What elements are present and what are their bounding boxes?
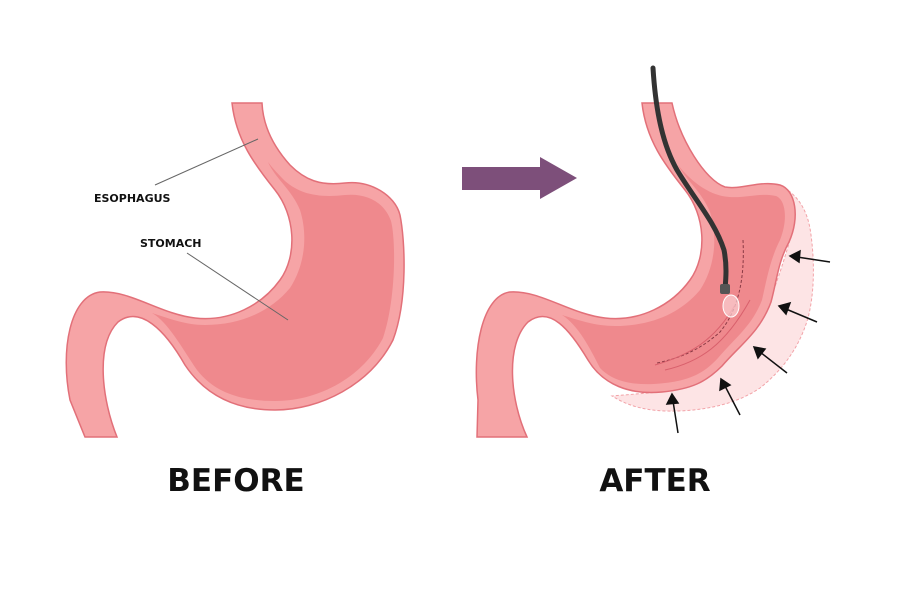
after-stomach-lumen [562, 165, 785, 385]
before-stomach-lumen [152, 162, 395, 401]
endoscope-tip [720, 284, 730, 294]
transition-arrow-icon [462, 157, 577, 199]
pressure-arrow-icon [752, 346, 788, 374]
pressure-arrow-icon [719, 377, 741, 416]
after-stomach [475, 65, 831, 438]
pressure-arrow-icon [788, 249, 831, 264]
esophagus-leader-line [154, 138, 259, 186]
pressure-arrows [665, 249, 831, 434]
endoscope-tube [650, 65, 729, 292]
before-stomach: ESOPHAGUS STOMACH [65, 102, 405, 438]
esophagus-label: ESOPHAGUS [94, 192, 171, 205]
stomach-label: STOMACH [140, 237, 202, 250]
pressure-arrow-icon [777, 301, 818, 323]
stomach-leader-line [186, 252, 289, 321]
tissue-fold [664, 299, 751, 371]
endoscope-light [722, 294, 740, 318]
after-caption: AFTER [599, 463, 710, 499]
before-caption: BEFORE [167, 463, 304, 499]
pressure-arrow-icon [665, 392, 680, 434]
